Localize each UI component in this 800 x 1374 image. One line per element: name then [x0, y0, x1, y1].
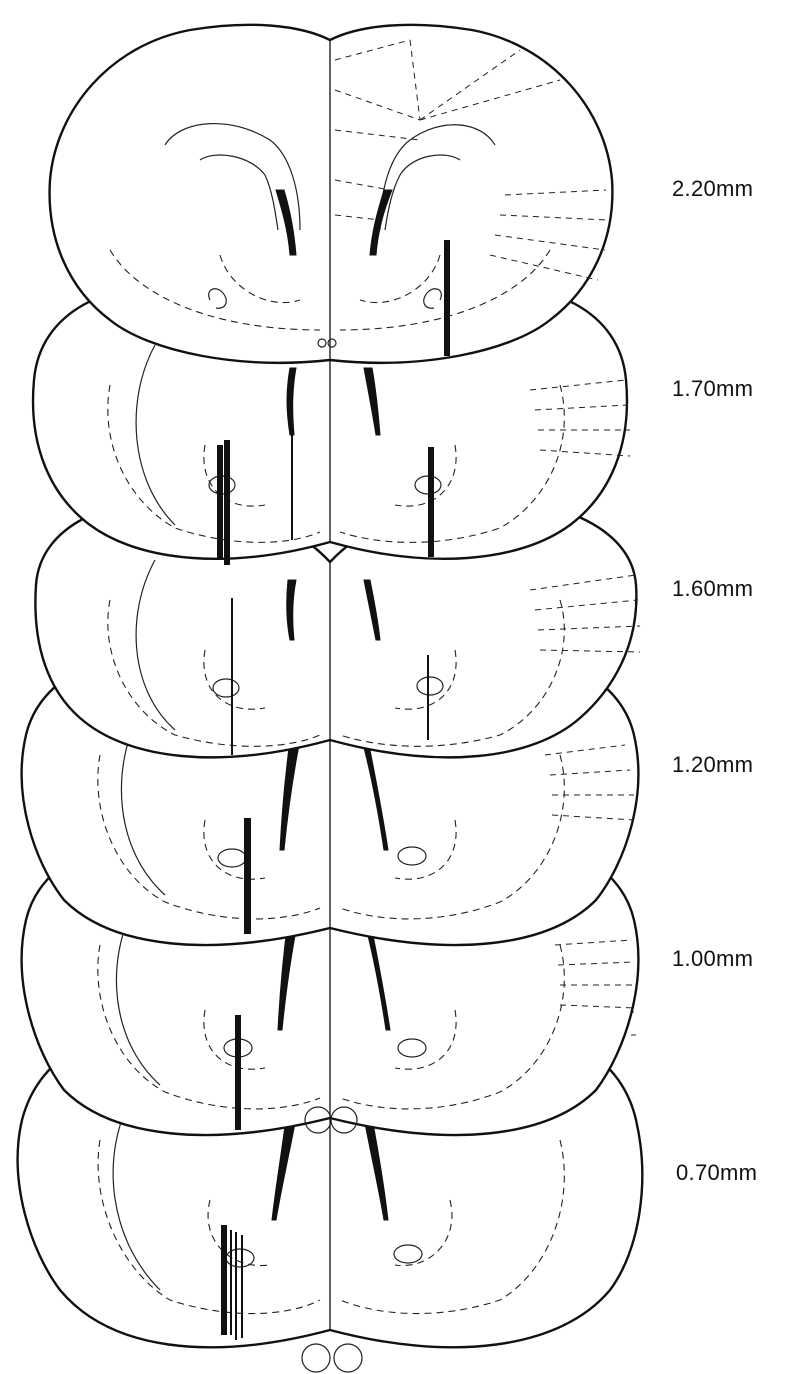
section-label-1-70mm: 1.70mm — [672, 376, 754, 401]
section-label-1-20mm: 1.20mm — [672, 752, 754, 777]
section-1-60mm — [34, 498, 641, 759]
section-label-2-20mm: 2.20mm — [672, 176, 754, 201]
section-label-1-00mm: 1.00mm — [672, 946, 754, 971]
section-label-1-60mm: 1.60mm — [672, 576, 754, 601]
section-2-20mm — [48, 23, 614, 364]
section-label-0-70mm: 0.70mm — [676, 1160, 758, 1185]
